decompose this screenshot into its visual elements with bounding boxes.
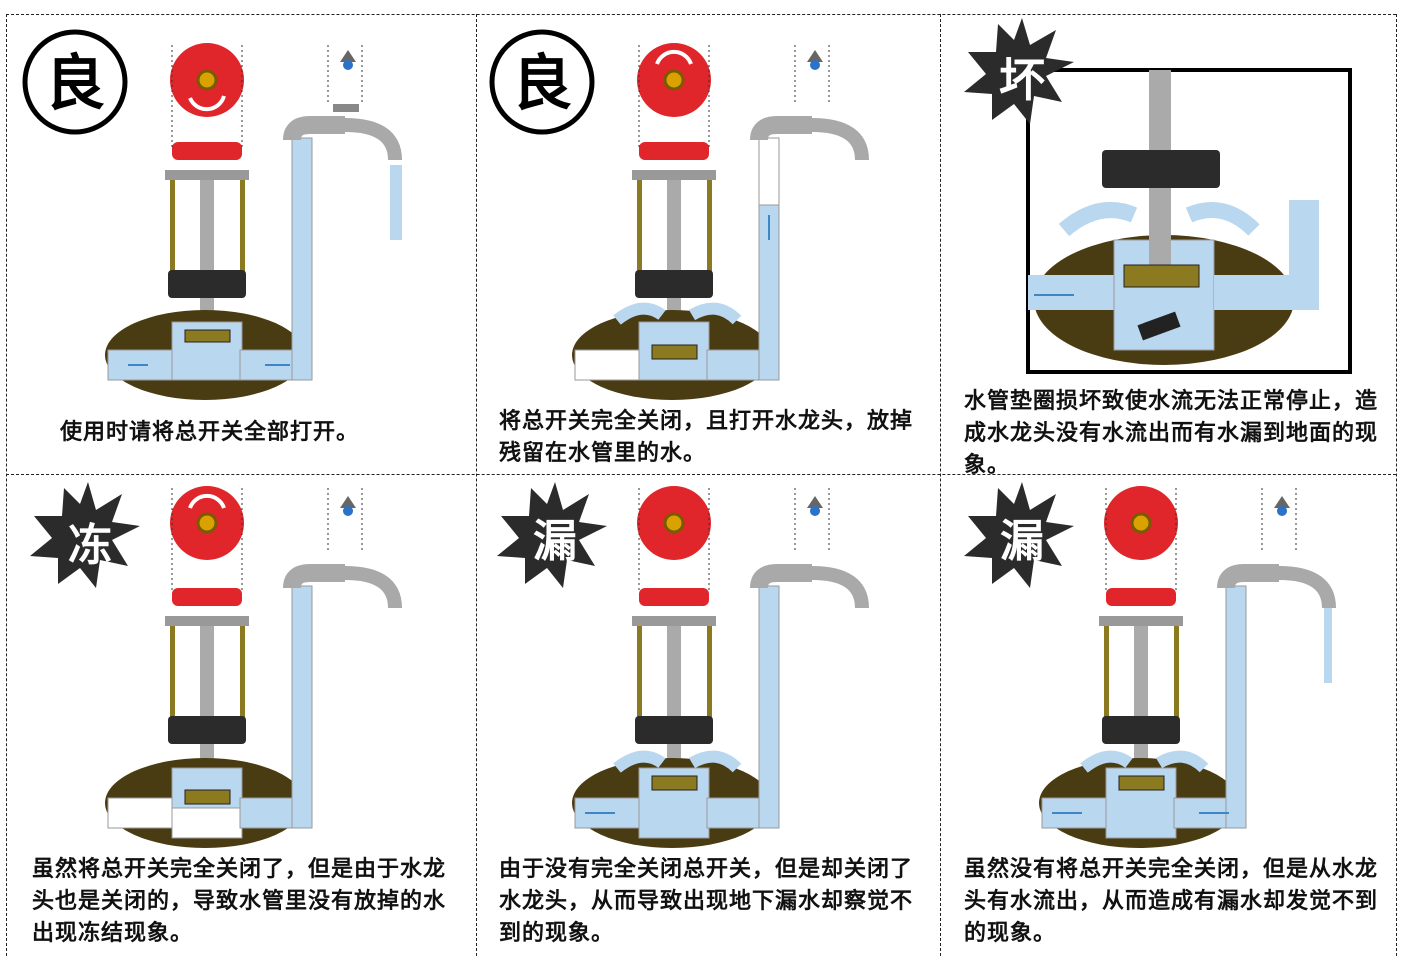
valve-illustration: 坏 xyxy=(964,18,1352,374)
valve-illustration: 冻 xyxy=(30,482,402,848)
badge-label: 良 xyxy=(45,49,105,119)
column-divider-2 xyxy=(940,14,941,956)
panel-freeze: 冻 虽然将总开关完全关闭了，但是由于水龙头也是 xyxy=(0,478,467,956)
panel-hidden-leak: 漏 由于没有完全关闭总开关，但是 xyxy=(467,478,934,956)
badge-label: 坏 xyxy=(999,53,1045,107)
left-border xyxy=(6,14,7,956)
panel-good-drain: 良 xyxy=(467,0,934,478)
caption: 虽然没有将总开关完全关闭，但是从水龙头有水流出，从而造成有漏水却发觉不到的现象。 xyxy=(964,857,1379,946)
badge-label: 冻 xyxy=(68,520,112,571)
badge-label: 漏 xyxy=(1000,516,1044,567)
badge-label: 漏 xyxy=(533,516,577,567)
panel-good-open: 良 xyxy=(0,0,467,478)
caption: 将总开关完全关闭，且打开水龙头，放掉残留在水管里的水。 xyxy=(499,409,914,466)
valve-illustration: 漏 xyxy=(964,482,1336,848)
caption: 虽然将总开关完全关闭了，但是由于水龙头也是关闭的，导致水管里没有放掉的水出现冻结… xyxy=(32,857,447,946)
badge-circle xyxy=(22,29,128,135)
middle-border xyxy=(6,474,1396,475)
right-border xyxy=(1396,14,1397,956)
caption: 由于没有完全关闭总开关，但是却关闭了水龙头，从而导致出现地下漏水却察觉不到的现象… xyxy=(499,857,914,946)
caption: 使用时请将总开关全部打开。 xyxy=(60,420,360,445)
valve-illustration: 良 xyxy=(22,29,402,400)
valve-illustration: 漏 xyxy=(497,482,869,848)
top-border xyxy=(6,14,1396,15)
panel-bad-washer: 坏 水管垫圈损坏致使水流无法正常停止，造成水龙头没有水流出而有水漏到地面的现象。 xyxy=(934,0,1401,478)
valve-illustration: 良 xyxy=(489,29,869,400)
panel-undetected-leak: 漏 xyxy=(934,478,1401,956)
column-divider-1 xyxy=(476,14,477,956)
caption: 水管垫圈损坏致使水流无法正常停止，造成水龙头没有水流出而有水漏到地面的现象。 xyxy=(964,389,1379,478)
badge-label: 良 xyxy=(512,49,572,119)
